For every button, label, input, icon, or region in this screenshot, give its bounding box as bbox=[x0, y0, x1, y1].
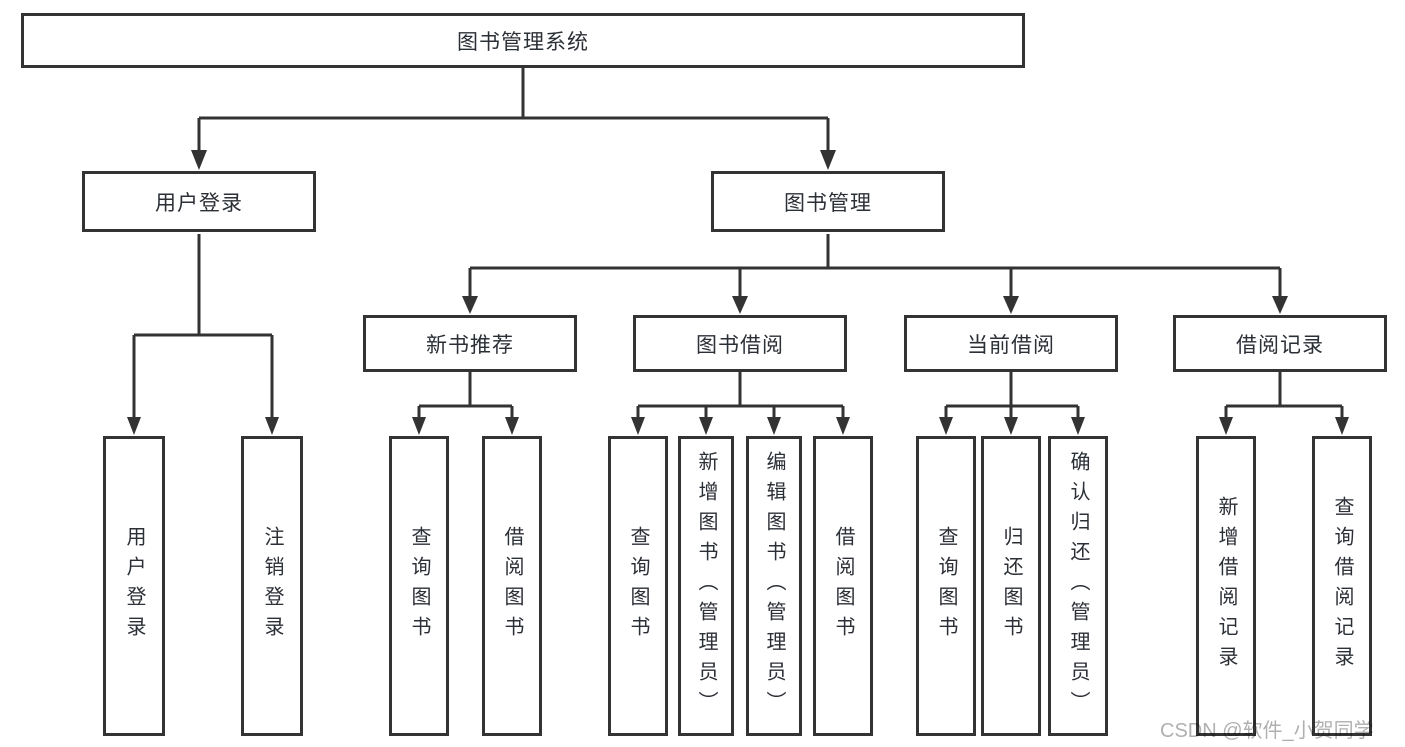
node-current-borrow-label: 当前借阅 bbox=[967, 333, 1055, 357]
node-book-borrow: 图书借阅 bbox=[633, 315, 847, 372]
node-add-borrow-record: 新增借阅记录 bbox=[1196, 436, 1256, 736]
node-borrow-books-leaf-label: 借阅图书 bbox=[832, 526, 854, 646]
node-current-borrow: 当前借阅 bbox=[904, 315, 1118, 372]
node-edit-book-admin-label: 编辑图书（管理员） bbox=[763, 451, 785, 721]
node-query-borrow-record-label: 查询借阅记录 bbox=[1331, 496, 1353, 676]
node-borrow-books-recommend: 借阅图书 bbox=[482, 436, 542, 736]
node-user-login-branch-label: 用户登录 bbox=[155, 191, 243, 215]
node-query-books-recommend-label: 查询图书 bbox=[408, 526, 430, 646]
node-return-book-label: 归还图书 bbox=[1000, 526, 1022, 646]
node-borrow-books-leaf: 借阅图书 bbox=[813, 436, 873, 736]
node-borrow-records-label: 借阅记录 bbox=[1236, 333, 1324, 357]
node-query-books-borrow-label: 查询图书 bbox=[627, 526, 649, 646]
node-user-login-leaf-label: 用户登录 bbox=[123, 526, 145, 646]
node-confirm-return-admin-label: 确认归还（管理员） bbox=[1067, 451, 1089, 721]
node-add-book-admin-label: 新增图书（管理员） bbox=[695, 451, 717, 721]
node-root-label: 图书管理系统 bbox=[457, 30, 589, 54]
node-book-management-branch: 图书管理 bbox=[711, 171, 945, 232]
csdn-watermark: CSDN @软件_小贺同学 bbox=[1160, 720, 1374, 742]
node-borrow-records: 借阅记录 bbox=[1173, 315, 1387, 372]
node-user-login-leaf: 用户登录 bbox=[103, 436, 165, 736]
node-add-borrow-record-label: 新增借阅记录 bbox=[1215, 496, 1237, 676]
node-query-books-current: 查询图书 bbox=[916, 436, 976, 736]
node-borrow-books-recommend-label: 借阅图书 bbox=[501, 526, 523, 646]
node-new-book-recommend-label: 新书推荐 bbox=[426, 333, 514, 357]
node-user-login-branch: 用户登录 bbox=[82, 171, 316, 232]
node-edit-book-admin: 编辑图书（管理员） bbox=[746, 436, 802, 736]
node-query-books-current-label: 查询图书 bbox=[935, 526, 957, 646]
node-query-books-borrow: 查询图书 bbox=[608, 436, 668, 736]
node-root: 图书管理系统 bbox=[21, 13, 1025, 68]
node-book-borrow-label: 图书借阅 bbox=[696, 333, 784, 357]
node-book-management-branch-label: 图书管理 bbox=[784, 191, 872, 215]
node-logout-leaf: 注销登录 bbox=[241, 436, 303, 736]
node-logout-leaf-label: 注销登录 bbox=[261, 526, 283, 646]
node-add-book-admin: 新增图书（管理员） bbox=[678, 436, 734, 736]
node-new-book-recommend: 新书推荐 bbox=[363, 315, 577, 372]
node-confirm-return-admin: 确认归还（管理员） bbox=[1048, 436, 1108, 736]
node-query-books-recommend: 查询图书 bbox=[389, 436, 449, 736]
node-return-book: 归还图书 bbox=[981, 436, 1041, 736]
node-query-borrow-record: 查询借阅记录 bbox=[1312, 436, 1372, 736]
